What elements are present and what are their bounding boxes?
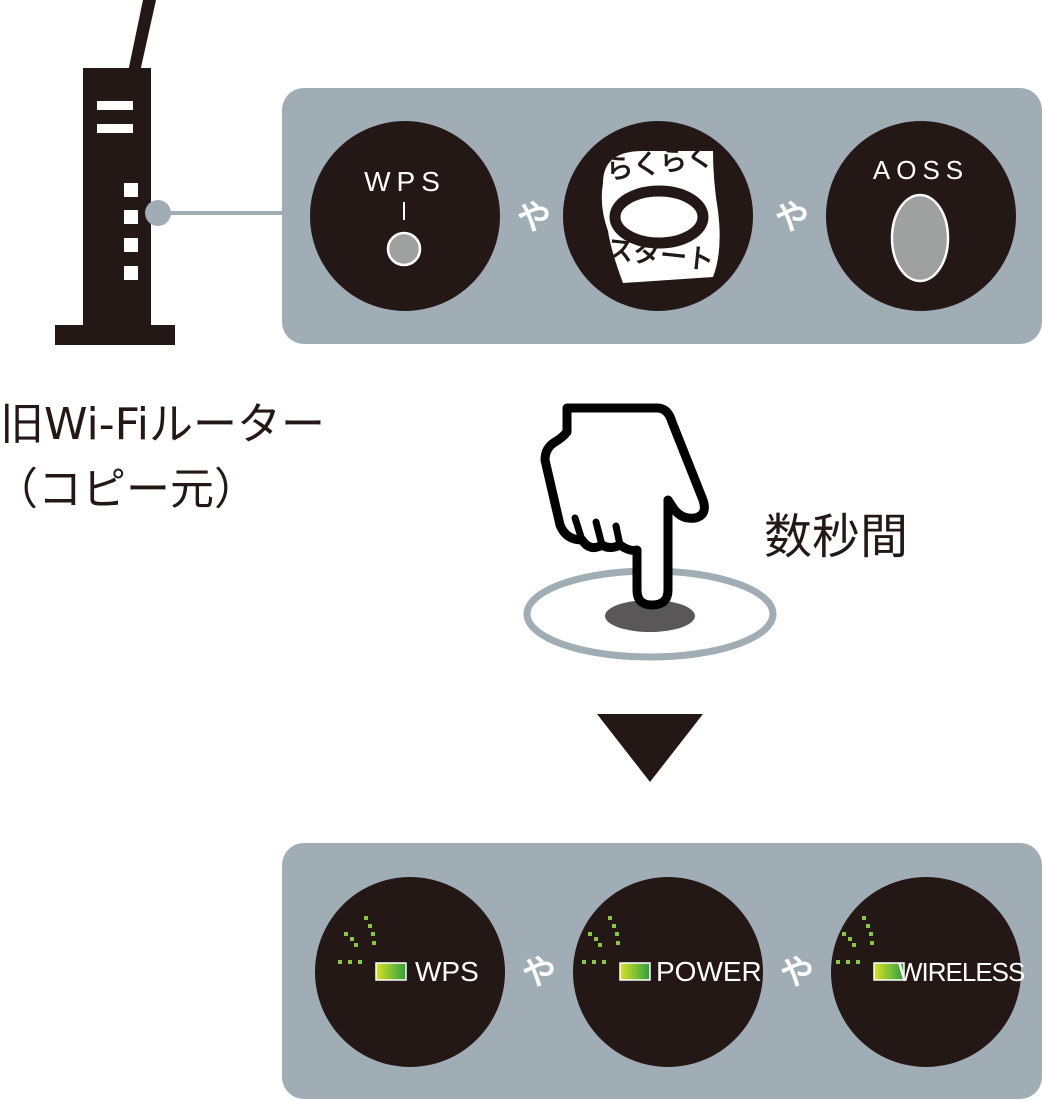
aoss-button-icon	[890, 193, 950, 283]
down-arrow-icon	[597, 714, 703, 782]
rakuraku-start-logo	[601, 151, 720, 283]
indicator-wps-label: WPS	[415, 956, 479, 987]
indicator-power-label: POWER	[656, 956, 762, 987]
indicator-power	[573, 877, 763, 1067]
router-label-line1: 旧Wi-Fiルーター	[0, 399, 325, 450]
wireless-signal-icon	[836, 916, 905, 981]
separator-ya-2: や	[775, 198, 809, 238]
indicator-wireless-label: WIRELESS	[898, 957, 1025, 987]
indicator-wps	[315, 877, 505, 1067]
wps-button-icon	[386, 202, 422, 267]
separator-ya-4: や	[780, 953, 814, 993]
router-icon	[55, 0, 175, 345]
separator-ya-1: や	[517, 198, 551, 238]
wireless-signal-icon	[338, 916, 407, 981]
wireless-signal-icon	[582, 916, 651, 981]
connector-line	[145, 200, 283, 226]
indicator-wireless	[831, 877, 1021, 1067]
wps-button-label: WPS	[364, 166, 446, 197]
aoss-button-label: AOSS	[872, 155, 970, 185]
router-label-line2: （コピー元）	[0, 464, 258, 515]
hand-pointer-icon	[540, 403, 709, 610]
press-duration-label: 数秒間	[764, 509, 909, 565]
separator-ya-3: や	[522, 953, 556, 993]
